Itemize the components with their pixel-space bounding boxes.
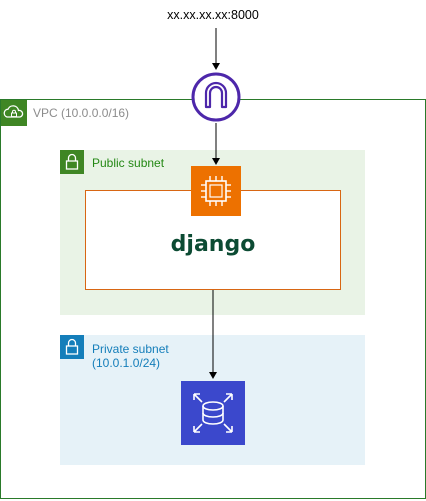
padlock-icon (60, 335, 84, 359)
internet-gateway-icon (190, 71, 242, 123)
ec2-instance-icon (191, 166, 241, 216)
cloud-lock-icon (1, 100, 27, 126)
private-subnet-label: Private subnet (10.0.1.0/24) (92, 342, 169, 370)
endpoint-label: xx.xx.xx.xx:8000 (167, 8, 259, 22)
vpc-label: VPC (10.0.0.0/16) (33, 106, 130, 120)
padlock-icon (60, 150, 84, 174)
public-subnet-label: Public subnet (92, 156, 165, 170)
rds-database-icon (181, 381, 245, 445)
django-logo: django (170, 232, 256, 257)
